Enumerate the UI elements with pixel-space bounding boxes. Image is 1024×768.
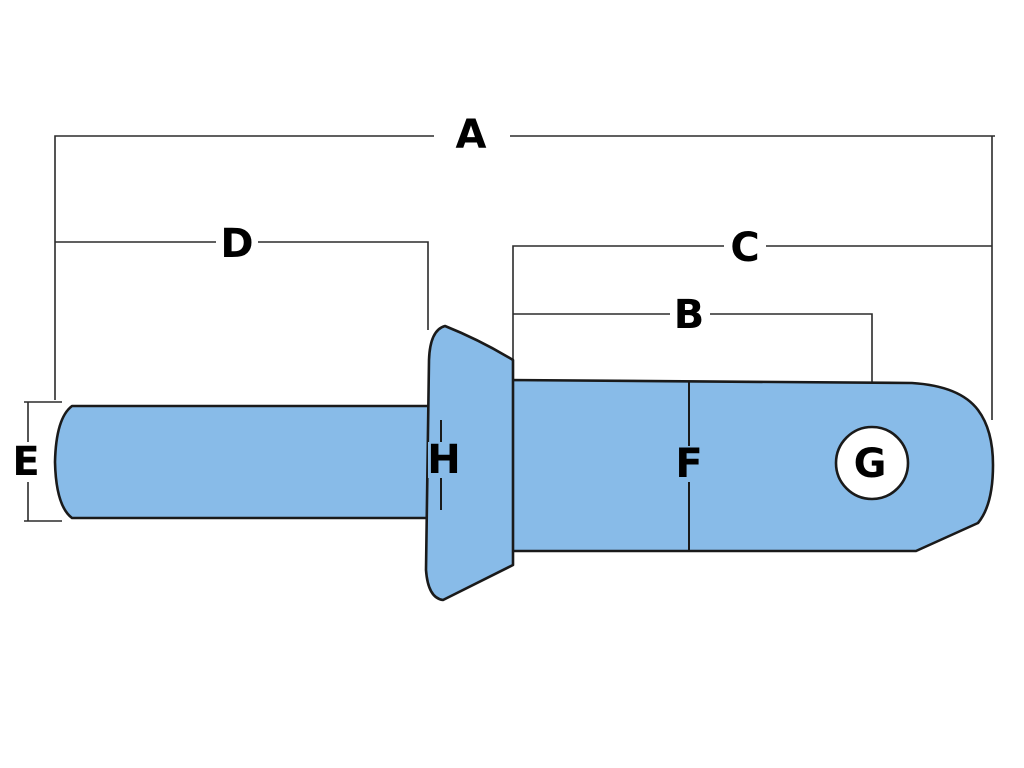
- label-b: B: [674, 292, 705, 338]
- pin-body: [506, 378, 995, 553]
- dimension-a: [54, 135, 995, 420]
- label-h: H: [427, 437, 460, 483]
- label-c: C: [730, 225, 759, 271]
- label-a: A: [456, 112, 487, 158]
- pin-head-flange: [424, 324, 515, 602]
- label-g: G: [854, 441, 887, 487]
- label-f: F: [675, 441, 702, 487]
- hole-g: [834, 425, 910, 501]
- label-e: E: [12, 439, 39, 485]
- dimension-d: [55, 241, 429, 330]
- label-d: D: [220, 221, 253, 267]
- dimension-c: [512, 245, 992, 360]
- pin-shank: [53, 404, 432, 520]
